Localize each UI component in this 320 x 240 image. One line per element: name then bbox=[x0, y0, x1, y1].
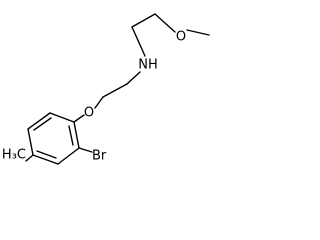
ring-bond-2 bbox=[57, 147, 80, 165]
bond-ch2-n bbox=[131, 26, 146, 57]
bond-methyl-o bbox=[186, 29, 210, 36]
ring-bond-3-inner bbox=[36, 150, 57, 159]
atom-oxygen-ether: O bbox=[84, 106, 94, 121]
atom-nitrogen-nh: NH bbox=[138, 58, 158, 73]
ring-bond-1 bbox=[73, 121, 80, 149]
bond-ch2-o bbox=[94, 96, 104, 109]
bond-o-ring bbox=[73, 114, 85, 123]
bond-o-ch2 bbox=[154, 13, 176, 33]
ring-bond-6 bbox=[49, 112, 75, 123]
ring-bond-1-inner bbox=[68, 125, 74, 146]
ring-bond-5 bbox=[27, 112, 51, 130]
atom-bromine: Br bbox=[92, 149, 107, 164]
bond-ch2-ch2-top bbox=[131, 13, 156, 28]
chemical-structure: O NH O Br H₃C bbox=[2, 13, 210, 165]
ring-bond-5-inner bbox=[33, 117, 52, 131]
atom-oxygen-methoxy: O bbox=[176, 30, 186, 45]
atom-methyl-h3c: H₃C bbox=[2, 148, 26, 163]
bond-ch2-ch2-mid bbox=[102, 83, 128, 98]
bond-ring-methyl bbox=[25, 154, 34, 162]
bond-n-ch2 bbox=[126, 71, 141, 85]
ring-bond-4 bbox=[27, 128, 34, 156]
bond-ring-br bbox=[78, 147, 93, 153]
ring-bond-3 bbox=[32, 154, 59, 165]
